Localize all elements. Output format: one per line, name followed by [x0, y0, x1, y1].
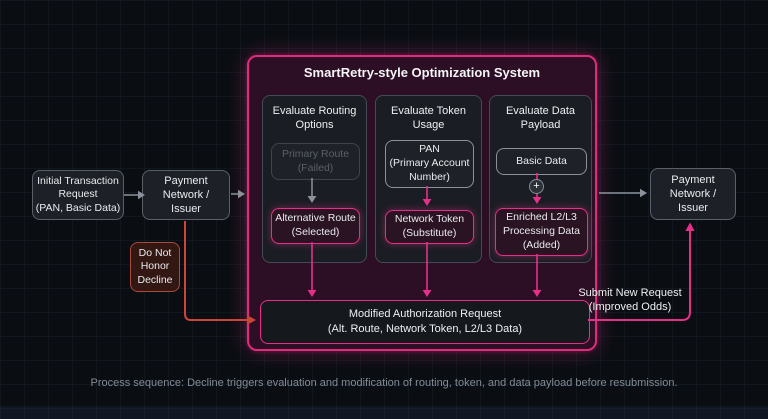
submit-new-request-label: Submit New Request (Improved Odds) [578, 287, 682, 313]
process-sequence-caption: Process sequence: Decline triggers evalu… [90, 377, 678, 389]
column-evaluate-token-usage: Evaluate Token Usage PAN (Primary Accoun… [375, 95, 482, 263]
column-header: Evaluate Data Payload [505, 105, 576, 132]
arrowhead [685, 222, 695, 231]
column-evaluate-data-payload: Evaluate Data Payload Basic Data Enriche… [489, 95, 592, 263]
smartretry-container: SmartRetry-style Optimization System Eva… [247, 55, 597, 351]
node-do-not-honor-decline: Do Not Honor Decline [130, 242, 180, 292]
column-header: Evaluate Routing Options [272, 105, 357, 132]
node-primary-route-failed: Primary Route (Failed) [271, 143, 360, 180]
arrowhead [238, 189, 245, 199]
container-title: SmartRetry-style Optimization System [303, 65, 541, 80]
node-network-token-substitute: Network Token (Substitute) [385, 210, 474, 244]
arrow-decline-to-modified [184, 221, 248, 321]
node-initial-transaction-request: Initial Transaction Request (PAN, Basic … [32, 170, 124, 220]
plus-icon: + [529, 179, 544, 194]
node-payment-network-issuer-right: Payment Network / Issuer [650, 168, 736, 220]
node-pan-primary-account-number: PAN (Primary Account Number) [385, 140, 474, 188]
column-header: Evaluate Token Usage [390, 105, 467, 132]
node-enriched-l2l3-processing-data: Enriched L2/L3 Processing Data (Added) [495, 208, 588, 256]
node-alternative-route-selected: Alternative Route (Selected) [271, 208, 360, 244]
node-modified-authorization-request: Modified Authorization Request (Alt. Rou… [260, 300, 590, 344]
bottom-bar [0, 406, 768, 419]
arrowhead [640, 188, 647, 198]
column-evaluate-routing-options: Evaluate Routing Options Primary Route (… [262, 95, 367, 263]
node-payment-network-issuer-left: Payment Network / Issuer [142, 170, 230, 220]
node-basic-data: Basic Data [496, 148, 587, 175]
